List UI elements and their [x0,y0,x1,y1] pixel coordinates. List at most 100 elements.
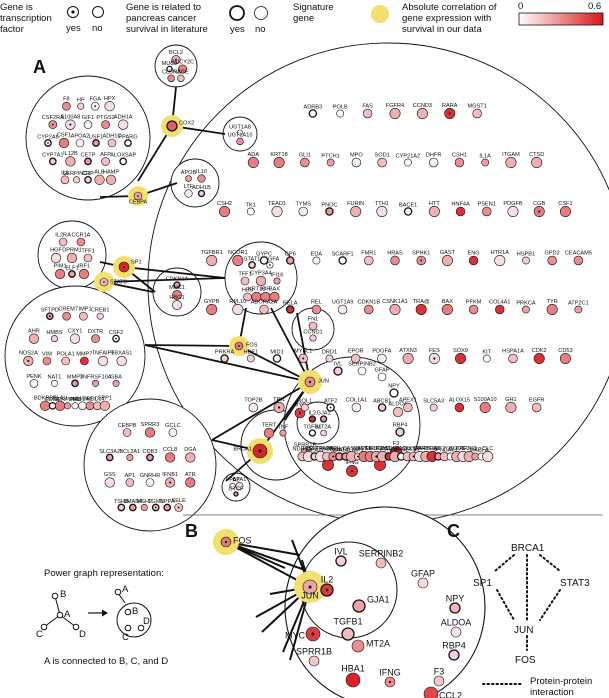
gene-node-circle [428,206,440,218]
gene-node-circle [472,108,482,119]
gene-node-circle [101,120,110,129]
gene-apex1: APEX1 [399,398,417,413]
gene-tra-: TRA@ [413,299,430,315]
legend-literature: Gene is related to pancreas cancer survi… [126,2,268,35]
gene-node-circle [482,354,491,363]
legend-lit-title-1: Gene is related to [126,2,201,13]
tf-dot [154,506,157,509]
gene-label: EGFR [529,398,545,404]
gene-il2: IL2 [320,575,334,597]
tf-dot [308,380,312,384]
gene-label: COL4A1 [489,300,510,306]
gene-node-circle [236,137,244,146]
gene-node-circle [273,157,285,169]
gene-label: MAZ [469,447,481,453]
tf-dot [238,345,240,347]
gene-label: PRL [70,397,81,403]
gene-prkra: PRKRA [215,349,234,363]
gene-atxn3: ATXN3 [399,348,417,364]
gene-node-circle [531,402,542,413]
gene-label: AFP [100,152,111,158]
gene-label: TFF1 [81,249,94,255]
gene-node-circle [61,356,70,366]
gene-label: ATXN3 [399,348,417,354]
gene-label: MPO [350,153,363,159]
legend-sig-halo [371,5,389,23]
gene-node-circle [62,101,71,111]
gene-node-circle [259,304,269,315]
gene-label: GCLC [165,423,181,429]
gene-node-circle [450,626,462,638]
gene-label: CCND3 [413,103,432,109]
gene-node-circle [117,503,126,512]
gene-label: ADH1B [192,185,211,191]
panel-a-edge [259,381,311,452]
gene-fes: FES [428,348,440,364]
gene-label: CSF1 [558,201,572,207]
gene-label: GP6 [285,251,296,257]
panel-a-edge [270,307,311,383]
gene-penk: PENK [26,374,42,388]
pg-power-node-a [114,588,122,596]
legend-corr-min: 0 [518,1,523,12]
legend-tf: Gene is transcription factor yes no [0,2,104,35]
gene-bax: BAX [269,287,280,303]
gene-node-circle [29,379,39,388]
gene-fgfr4: FGFR4 [386,103,404,120]
gene-label: TAF7 [456,446,469,452]
gene-fos: FOS [213,529,252,555]
gene-label: IFNG [345,460,358,466]
gene-gnrhr: GNRHR [140,473,160,487]
gene-node-circle [533,352,545,364]
gene-hbe1: HBE1 [243,349,258,363]
gene-usf1: USF1 [89,134,103,147]
gene-rage: RAGE [173,69,189,83]
gene-node-circle [83,253,93,263]
gene-node-circle [50,252,62,264]
gene-tgfbr1: TGFBR1 [201,250,223,267]
gene-tert: TERT [262,423,277,439]
gene-creb1: CREB1 [91,308,110,320]
gene-node-circle [165,452,176,463]
gene-label: RBP4 [442,641,466,651]
gene-label: GJA1 [367,595,390,605]
gene-node-circle [433,675,445,687]
gene-bpa1: BPA1 [233,477,247,490]
gene-node-circle [377,157,387,168]
gene-node-circle [522,256,530,265]
gene-csh2: CSH2 [217,201,232,218]
gene-label: CCL8 [163,447,177,453]
gene-il12b: IL12B [63,151,78,167]
gene-gh1: GH1 [505,397,517,413]
gene-sod1: SOD1 [375,153,390,168]
gene-label: UGT1A8 [229,124,251,130]
gene-mid1: MID1 [270,349,284,363]
gene-label: CSF2RA [42,115,64,121]
gene-label: EDA [311,251,323,257]
gene-label: NPY [388,384,400,390]
gene-node-circle [319,415,328,423]
gene-node-circle [246,207,255,216]
gene-ccnd3: CCND3 [413,103,432,120]
gene-label: FURIN [347,201,364,207]
gene-label: SLC3A2 [99,449,120,455]
gene-node-circle [78,268,90,280]
gene-cox2: COX2 [161,115,194,137]
gene-label: CXY1 [68,328,83,334]
gene-label: AHR [28,328,40,334]
gene-label: IFNB1 [162,472,178,478]
gene-node-circle [255,275,267,287]
gene-serpinb2: SERPINB2 [359,549,403,569]
gene-label: SPHK1 [412,251,430,257]
gene-node-circle [172,300,182,310]
gene-label: HPX [104,96,116,102]
tf-dot [388,680,392,684]
gene-node-circle [333,366,343,376]
gene-label: BPA1 [233,477,247,483]
gene-label: PNOC [321,202,337,208]
gene-node-circle [229,482,236,490]
gene-label: TK1 [246,202,256,208]
gene-node-circle [309,334,317,342]
